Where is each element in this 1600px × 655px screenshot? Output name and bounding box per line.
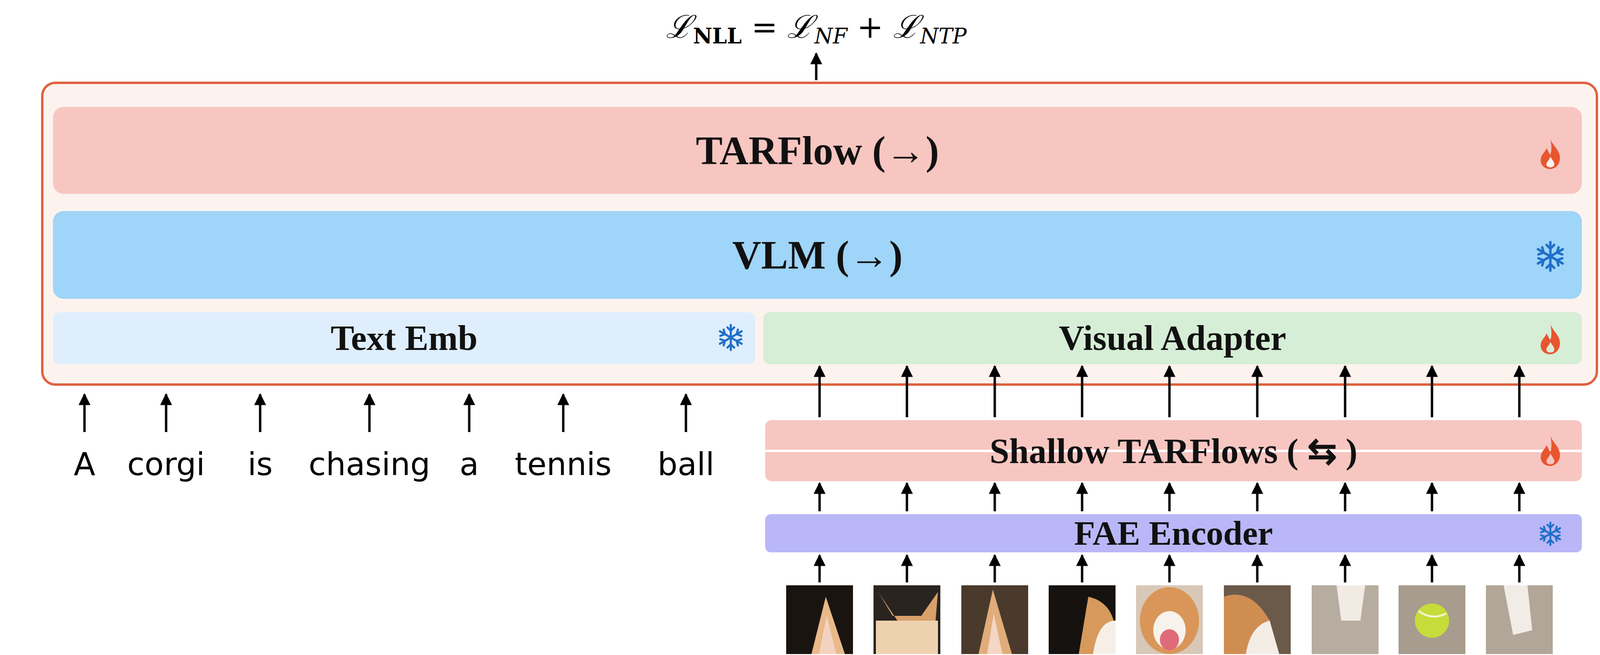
flow-arrow	[905, 366, 909, 418]
prompt-word: tennis	[515, 445, 612, 483]
formula-term: ℒ	[893, 3, 920, 47]
formula-term: ℒ	[787, 3, 814, 47]
node-label: Shallow TARFlows ( ⇆ )	[989, 430, 1358, 472]
flow-arrow	[1431, 483, 1434, 512]
flow-arrow	[1344, 483, 1347, 512]
flow-arrow	[1431, 366, 1434, 418]
formula-term: NTP	[920, 23, 967, 49]
node-label: Text Emb	[330, 317, 478, 359]
flow-arrow	[1168, 366, 1171, 418]
flow-arrow	[1081, 366, 1084, 418]
node-label: TARFlow (→)	[695, 127, 939, 174]
node-label: Visual Adapter	[1058, 317, 1286, 359]
prompt-word: a	[459, 445, 479, 483]
embedding-box: Text Emb	[52, 312, 756, 365]
prompt-word: ball	[657, 445, 715, 483]
flow-arrow	[1518, 366, 1521, 418]
flame-icon	[1536, 434, 1565, 467]
encoder-box: FAE Encoder	[765, 514, 1582, 553]
vlm-band: VLM (→)	[52, 210, 1582, 299]
flow-arrow	[1344, 366, 1347, 418]
flow-arrow	[818, 483, 822, 512]
flow-arrow	[993, 483, 997, 512]
flow-arrow	[1081, 483, 1084, 512]
adapter-box: Visual Adapter	[763, 312, 1582, 365]
snowflake-icon	[716, 323, 745, 352]
flow-arrow	[818, 366, 822, 418]
image-patches	[786, 585, 1553, 654]
prompt-word: is	[247, 445, 274, 483]
formula-term: =	[751, 8, 778, 46]
snowflake-icon	[1534, 240, 1567, 273]
flow-arrow	[905, 483, 909, 512]
formula-term: NF	[814, 23, 848, 49]
flow-arrow	[993, 366, 997, 418]
node-label: FAE Encoder	[1073, 513, 1274, 554]
outer-frame: TARFlow (→) VLM (→) Text Emb Visual Adapter	[41, 81, 1599, 386]
formula-term: +	[856, 8, 884, 46]
node-label: VLM (→)	[732, 231, 903, 279]
formula-term: NLL	[693, 23, 742, 49]
flow-arrow	[1256, 366, 1259, 418]
flow-arrow	[1168, 483, 1171, 512]
prompt-word: chasing	[308, 445, 431, 483]
prompt-word: corgi	[127, 445, 206, 483]
flow-arrow	[1256, 483, 1259, 512]
flame-icon	[1536, 137, 1565, 170]
word-arrows	[84, 394, 686, 432]
shallow-flow-box: Shallow TARFlows ( ⇆ )	[765, 420, 1582, 482]
flow-band: TARFlow (→)	[52, 106, 1582, 194]
loss-formula: ℒNLL=ℒNF+ℒNTP	[665, 3, 967, 47]
snowflake-icon	[1537, 521, 1563, 547]
flow-arrow	[1518, 483, 1521, 512]
formula-term: ℒ	[665, 3, 693, 47]
flame-icon	[1536, 322, 1565, 356]
prompt-word: A	[73, 445, 95, 483]
